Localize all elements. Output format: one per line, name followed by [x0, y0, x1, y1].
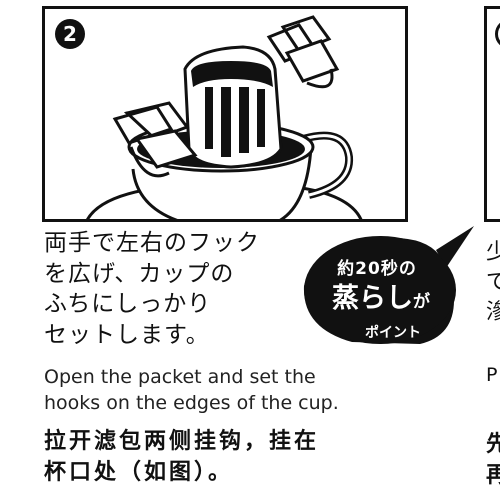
step-2-illustration-panel: 2: [42, 6, 408, 222]
next-column-partial-text: で: [486, 270, 500, 295]
callout-line-3: ポイント: [365, 325, 421, 341]
japanese-line: を広げ、カップの: [44, 260, 235, 287]
english-line: hooks on the edges of the cup.: [44, 392, 339, 414]
next-column-partial-text: P: [486, 364, 498, 386]
next-column-partial-text: 先: [486, 432, 500, 457]
step-number-badge: 2: [55, 19, 85, 49]
drip-bag-on-cup-illustration: [86, 15, 363, 219]
callout-line-2: 蒸らしが: [306, 276, 456, 315]
next-column-partial-text: 再: [486, 463, 500, 488]
next-column-partial-text: 滲: [486, 300, 500, 325]
english-instructions: Open the packet and set the hooks on the…: [44, 364, 414, 416]
callout-particle: が: [413, 292, 430, 312]
japanese-line: 両手で左右のフック: [44, 230, 260, 256]
chinese-line: 杯口处（如图）。: [44, 460, 234, 485]
callout-steaming-word: 蒸らし: [332, 283, 413, 314]
next-step-panel-partial: [484, 6, 500, 222]
callout-line-1: 約20秒の: [337, 259, 417, 279]
chinese-line: 拉开滤包两侧挂钩，挂在: [44, 429, 320, 454]
japanese-line: セットします。: [44, 321, 210, 348]
japanese-instructions: 両手で左右のフック を広げ、カップの ふちにしっかり セットします。: [44, 228, 314, 350]
english-line: Open the packet and set the: [44, 366, 316, 388]
chinese-instructions: 拉开滤包两侧挂钩，挂在 杯口处（如图）。: [44, 426, 414, 488]
japanese-line: ふちにしっかり: [44, 291, 212, 317]
next-column-partial-text: 少: [486, 240, 500, 265]
